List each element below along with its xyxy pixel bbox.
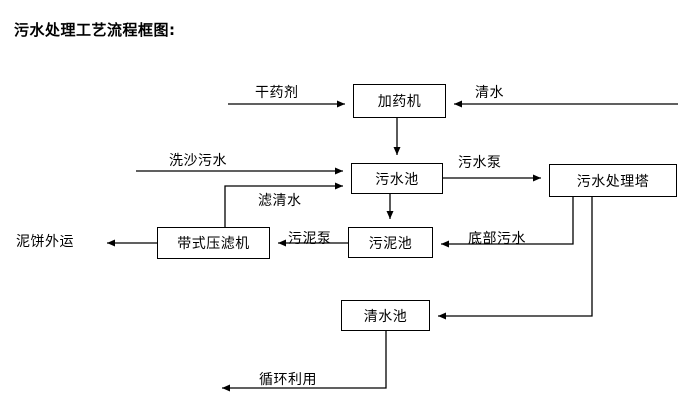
label-mud-cake-transport: 泥饼外运 xyxy=(16,234,74,250)
node-treatment-tower[interactable]: 污水处理塔 xyxy=(549,164,677,197)
node-wastewater-pool-label: 污水池 xyxy=(375,171,419,188)
node-dosing-machine[interactable]: 加药机 xyxy=(353,84,446,118)
node-sludge-pool-label: 污泥池 xyxy=(368,235,413,252)
node-clean-water-pool-label: 清水池 xyxy=(363,308,408,325)
node-clean-water-pool[interactable]: 清水池 xyxy=(341,300,430,331)
label-wastewater-pump: 污水泵 xyxy=(458,155,502,171)
label-sludge-pump: 污泥泵 xyxy=(288,231,332,247)
node-sludge-pool[interactable]: 污泥池 xyxy=(348,227,433,258)
wire-filtrate-to-wastewater-pool xyxy=(224,182,343,227)
node-dosing-machine-label: 加药机 xyxy=(377,94,422,110)
wire-clean-water-pool-to-recycle xyxy=(222,331,387,392)
page-title: 污水处理工艺流程框图: xyxy=(14,21,176,39)
node-belt-filter-press[interactable]: 带式压滤机 xyxy=(157,227,270,259)
wire-tower-to-sludge-pool xyxy=(441,197,574,248)
label-recycle-reuse: 循环利用 xyxy=(259,372,317,388)
label-clean-water-input: 清水 xyxy=(475,85,504,101)
label-sand-wash-wastewater: 洗沙污水 xyxy=(169,153,227,169)
label-dry-chemical: 干药剂 xyxy=(255,85,299,101)
label-bottom-wastewater: 底部污水 xyxy=(468,231,526,247)
node-belt-filter-press-label: 带式压滤机 xyxy=(177,236,250,252)
node-wastewater-pool[interactable]: 污水池 xyxy=(351,163,443,194)
node-treatment-tower-label: 污水处理塔 xyxy=(576,173,650,190)
label-filtrate-water: 滤清水 xyxy=(258,193,302,209)
wire-tower-to-clean-water-pool xyxy=(438,197,593,320)
